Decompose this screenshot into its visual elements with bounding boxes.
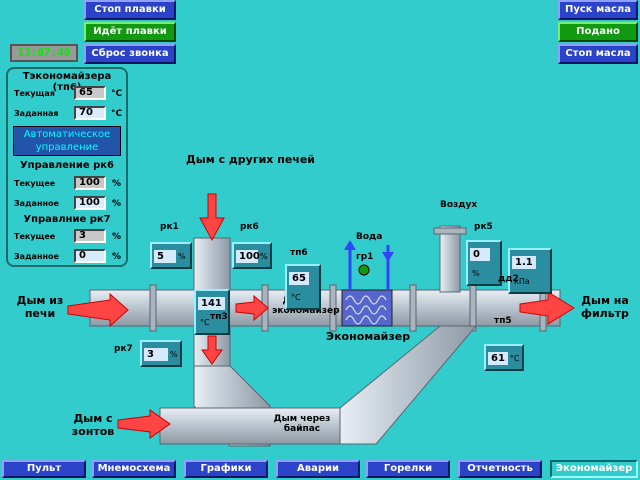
oil-stop-button[interactable]: Стоп масла [558, 44, 638, 64]
arrow-from-other-furnaces [199, 193, 225, 242]
tp6-value: 65 [289, 272, 309, 285]
rk6-label: рк6 [240, 222, 259, 232]
current-temp-value: 65 [74, 86, 106, 100]
tp6-unit: °C [291, 293, 301, 302]
setpoint-temp-unit: °C [111, 109, 123, 119]
arrow-to-filter [519, 291, 575, 325]
rk6-current-value: 100 [74, 176, 106, 190]
nav-tab-alarms[interactable]: Аварии [276, 460, 360, 478]
setpoint-temp-input[interactable]: 70 [74, 106, 106, 120]
setpoint-temp-label: Заданная [14, 109, 59, 118]
smoke-from-furnace-label: Дым из печи [16, 294, 64, 320]
tp3-unit: °C [200, 318, 210, 327]
rk7-current-value: 3 [74, 229, 106, 243]
rk6-current-unit: % [112, 179, 122, 189]
nav-tab-economizer[interactable]: Экономайзер [550, 460, 638, 478]
rk7-setpoint-unit: % [112, 252, 122, 262]
rk7-unit: % [170, 350, 178, 359]
main-pipe [89, 289, 561, 327]
reset-bell-button[interactable]: Сброс звонка [84, 44, 176, 64]
economizer-control-panel: Тэкономайзера (тп6) Текущая 65 °C Заданн… [6, 67, 128, 267]
rk7-indicator[interactable]: 3% [140, 340, 182, 367]
rk7-control-title: Управлние рк7 [23, 214, 111, 225]
tp6-label: тп6 [290, 248, 308, 258]
dd2-unit: кПа [514, 277, 530, 286]
tp3-label: тп3 [210, 312, 228, 322]
current-temp-label: Текущая [14, 89, 55, 98]
rk6-current-label: Текущее [14, 179, 56, 188]
rk6-control-title: Управление рк6 [19, 160, 115, 171]
rk6-setpoint-label: Заданное [14, 199, 59, 208]
auto-control-button[interactable]: Автоматическое управление [13, 126, 121, 156]
air-label: Воздух [440, 200, 478, 210]
rk1-value: 5 [154, 250, 176, 263]
nav-tab-mnemonic[interactable]: Мнемосхема [92, 460, 176, 478]
rk5-unit: % [472, 269, 480, 278]
rk7-current-label: Текущее [14, 232, 56, 241]
rk6-setpoint-unit: % [112, 199, 122, 209]
dd2-label: дд2 [498, 274, 519, 284]
smoke-other-furnaces-label: Дым с других печей [186, 153, 316, 166]
bypass-right-riser [339, 325, 478, 445]
clock-display: 13:07:40 [10, 44, 78, 62]
rk5-value: 0 [470, 248, 490, 261]
rk7-value: 3 [144, 348, 168, 361]
tp5-value: 61 [488, 352, 508, 365]
nav-tab-reports[interactable]: Отчетность [458, 460, 542, 478]
rk6-unit: % [260, 252, 268, 261]
rk1-indicator[interactable]: 5% [150, 242, 192, 269]
tp3-indicator[interactable]: 141 °C [194, 289, 230, 335]
current-temp-unit: °C [111, 89, 123, 99]
tp5-indicator[interactable]: 61°C [484, 344, 524, 371]
water-label: Вода [356, 232, 383, 242]
tp3-value: 141 [198, 297, 225, 310]
gr1-label: гр1 [356, 252, 374, 262]
rk6-setpoint-input[interactable]: 100 [74, 196, 106, 210]
melting-status-button[interactable]: Идёт плавки [84, 22, 176, 42]
rk5-indicator[interactable]: 0% [466, 240, 502, 286]
nav-tab-burners[interactable]: Горелки [366, 460, 450, 478]
smoke-to-filter-label: Дым на фильтр [581, 294, 629, 320]
rk7-setpoint-label: Заданное [14, 252, 59, 261]
smoke-from-hoods-label: Дым с зонтов [71, 412, 115, 438]
air-intake-pipe [439, 225, 461, 293]
tp5-label: тп5 [494, 316, 512, 326]
oil-supplied-indicator[interactable]: Подано [558, 22, 638, 42]
smoke-through-bypass-label: Дым через байпас [273, 414, 331, 434]
dd2-value: 1.1 [512, 256, 536, 269]
panel-title: Тэкономайзера (тп6) [22, 71, 112, 93]
rk7-setpoint-input[interactable]: 0 [74, 249, 106, 263]
rk1-label: рк1 [160, 222, 179, 232]
dd2-indicator[interactable]: 1.1 кПа [508, 248, 552, 294]
nav-tab-charts[interactable]: Графики [184, 460, 268, 478]
oil-start-button[interactable]: Пуск масла [558, 0, 638, 20]
tp5-unit: °C [509, 354, 520, 363]
stop-melting-button[interactable]: Стоп плавки [84, 0, 176, 20]
rk6-value: 100 [236, 250, 260, 263]
nav-tab-console[interactable]: Пульт [2, 460, 86, 478]
rk5-label: рк5 [474, 222, 493, 232]
rk7-current-unit: % [112, 232, 122, 242]
arrow-from-furnace [67, 292, 129, 328]
rk1-unit: % [178, 252, 186, 261]
arrow-from-hoods [117, 409, 171, 439]
rk7-label: рк7 [114, 344, 133, 354]
top-inlet-pipe [193, 237, 231, 291]
tp6-indicator[interactable]: 65 °C [285, 264, 321, 310]
arrow-internal [235, 294, 269, 322]
rk6-indicator[interactable]: 100% [232, 242, 272, 269]
economizer-label: Экономайзер [326, 330, 411, 343]
arrow-down-rk7 [201, 335, 223, 365]
